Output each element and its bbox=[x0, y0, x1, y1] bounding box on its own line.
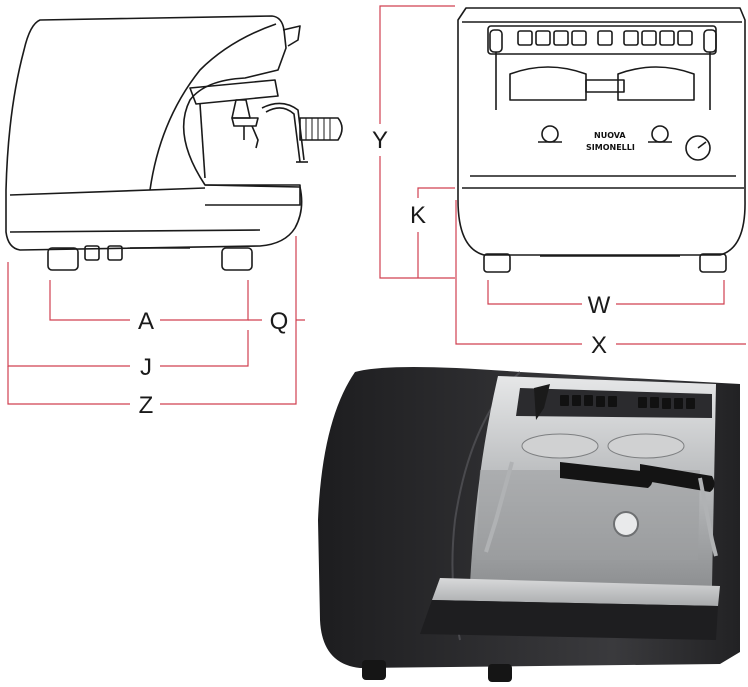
dim-line-k bbox=[417, 187, 455, 278]
dim-line-z bbox=[7, 236, 297, 405]
drip-tray bbox=[432, 578, 720, 606]
dim-label-j: J bbox=[140, 354, 152, 381]
control-buttons bbox=[560, 395, 695, 409]
dim-label-q: Q bbox=[270, 308, 289, 335]
front-view-brand: NUOVA SIMONELLI bbox=[586, 131, 635, 152]
front-view-buttons bbox=[517, 30, 693, 46]
dim-label-a: A bbox=[138, 308, 154, 335]
dim-label-z: Z bbox=[139, 392, 154, 419]
portafilter-left-handle bbox=[560, 462, 653, 488]
dimension-labels: A J Z Q Y K W X bbox=[138, 127, 611, 419]
dim-line-x bbox=[455, 200, 746, 345]
dim-line-y bbox=[379, 5, 455, 279]
dim-line-w bbox=[487, 280, 725, 305]
front-view-drawing bbox=[457, 7, 746, 273]
dim-line-j bbox=[7, 262, 249, 367]
dim-label-k: K bbox=[410, 202, 426, 229]
dimension-lines bbox=[7, 5, 746, 405]
product-photo bbox=[318, 367, 740, 682]
dim-label-x: X bbox=[591, 332, 607, 359]
side-view-drawing bbox=[5, 15, 343, 271]
portafilter-right-handle bbox=[640, 464, 715, 492]
dim-label-y: Y bbox=[372, 127, 388, 154]
brand-line-1: NUOVA bbox=[594, 131, 626, 140]
dim-label-w: W bbox=[588, 292, 611, 319]
pressure-gauge bbox=[613, 511, 639, 537]
brand-line-2: SIMONELLI bbox=[586, 143, 635, 152]
